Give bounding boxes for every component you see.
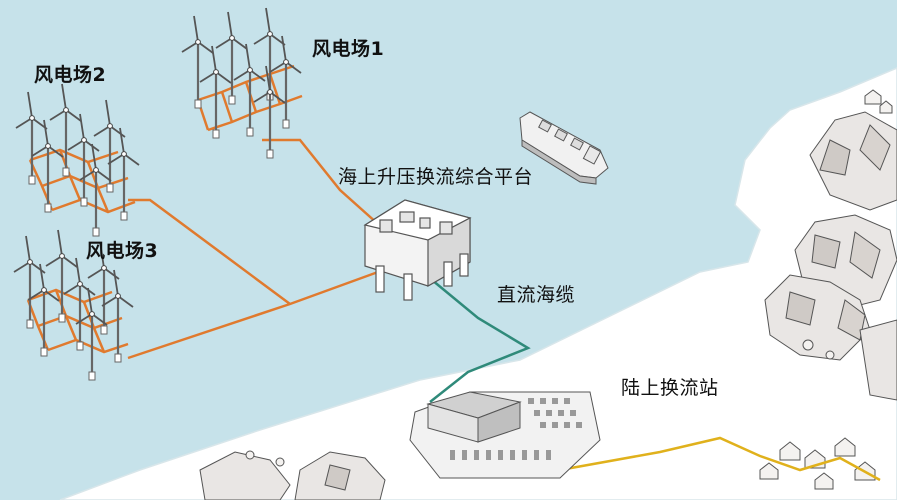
onshore-station-label: 陆上换流站 bbox=[621, 377, 719, 399]
offshore-platform-label: 海上升压换流综合平台 bbox=[338, 166, 534, 188]
wind-farm-3-label: 风电场3 bbox=[86, 240, 159, 262]
platform-icon bbox=[363, 199, 472, 301]
dc-cable-label: 直流海缆 bbox=[497, 284, 576, 306]
wind-farm-1-label: 风电场1 bbox=[312, 38, 385, 60]
converter-station-icon bbox=[409, 391, 601, 479]
wind-farm-2-label: 风电场2 bbox=[34, 64, 107, 86]
onshore-transmission-line bbox=[559, 436, 881, 482]
ship-icon bbox=[519, 111, 609, 185]
dc-cable bbox=[429, 279, 531, 403]
rock-icon bbox=[199, 111, 897, 500]
land bbox=[59, 67, 897, 500]
